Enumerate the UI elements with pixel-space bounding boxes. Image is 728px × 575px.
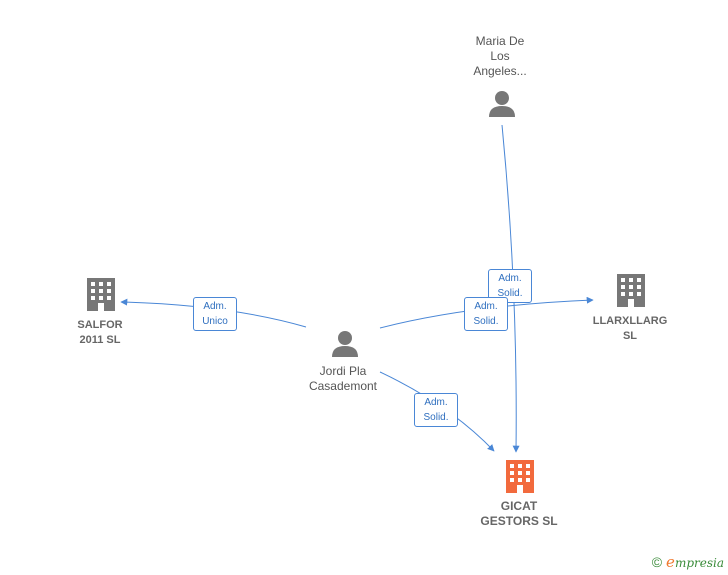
edge-label-jordi-gicat: Adm. Solid. <box>414 393 458 427</box>
copyright-icon: © <box>651 554 663 570</box>
building-icon[interactable] <box>506 460 534 493</box>
person-label-jordi[interactable]: Jordi Pla Casademont <box>308 364 378 393</box>
brand-logo: empresia <box>666 553 724 571</box>
building-icon[interactable] <box>87 278 115 311</box>
edge-label-jordi-llarxllarg: Adm. Solid. <box>464 297 508 331</box>
company-label-llarxllarg[interactable]: LLARXLLARG SL <box>592 315 668 342</box>
company-label-gicat[interactable]: GICAT GESTORS SL <box>480 499 558 528</box>
person-label-maria[interactable]: Maria De Los Angeles... <box>473 34 527 78</box>
footer-brand: © empresia <box>652 553 724 571</box>
person-icon[interactable] <box>332 331 358 357</box>
company-label-salfor[interactable]: SALFOR 2011 SL <box>77 319 123 346</box>
edge-label-jordi-salfor: Adm. Unico <box>193 297 237 331</box>
building-icon[interactable] <box>617 274 645 307</box>
person-icon[interactable] <box>489 91 515 117</box>
